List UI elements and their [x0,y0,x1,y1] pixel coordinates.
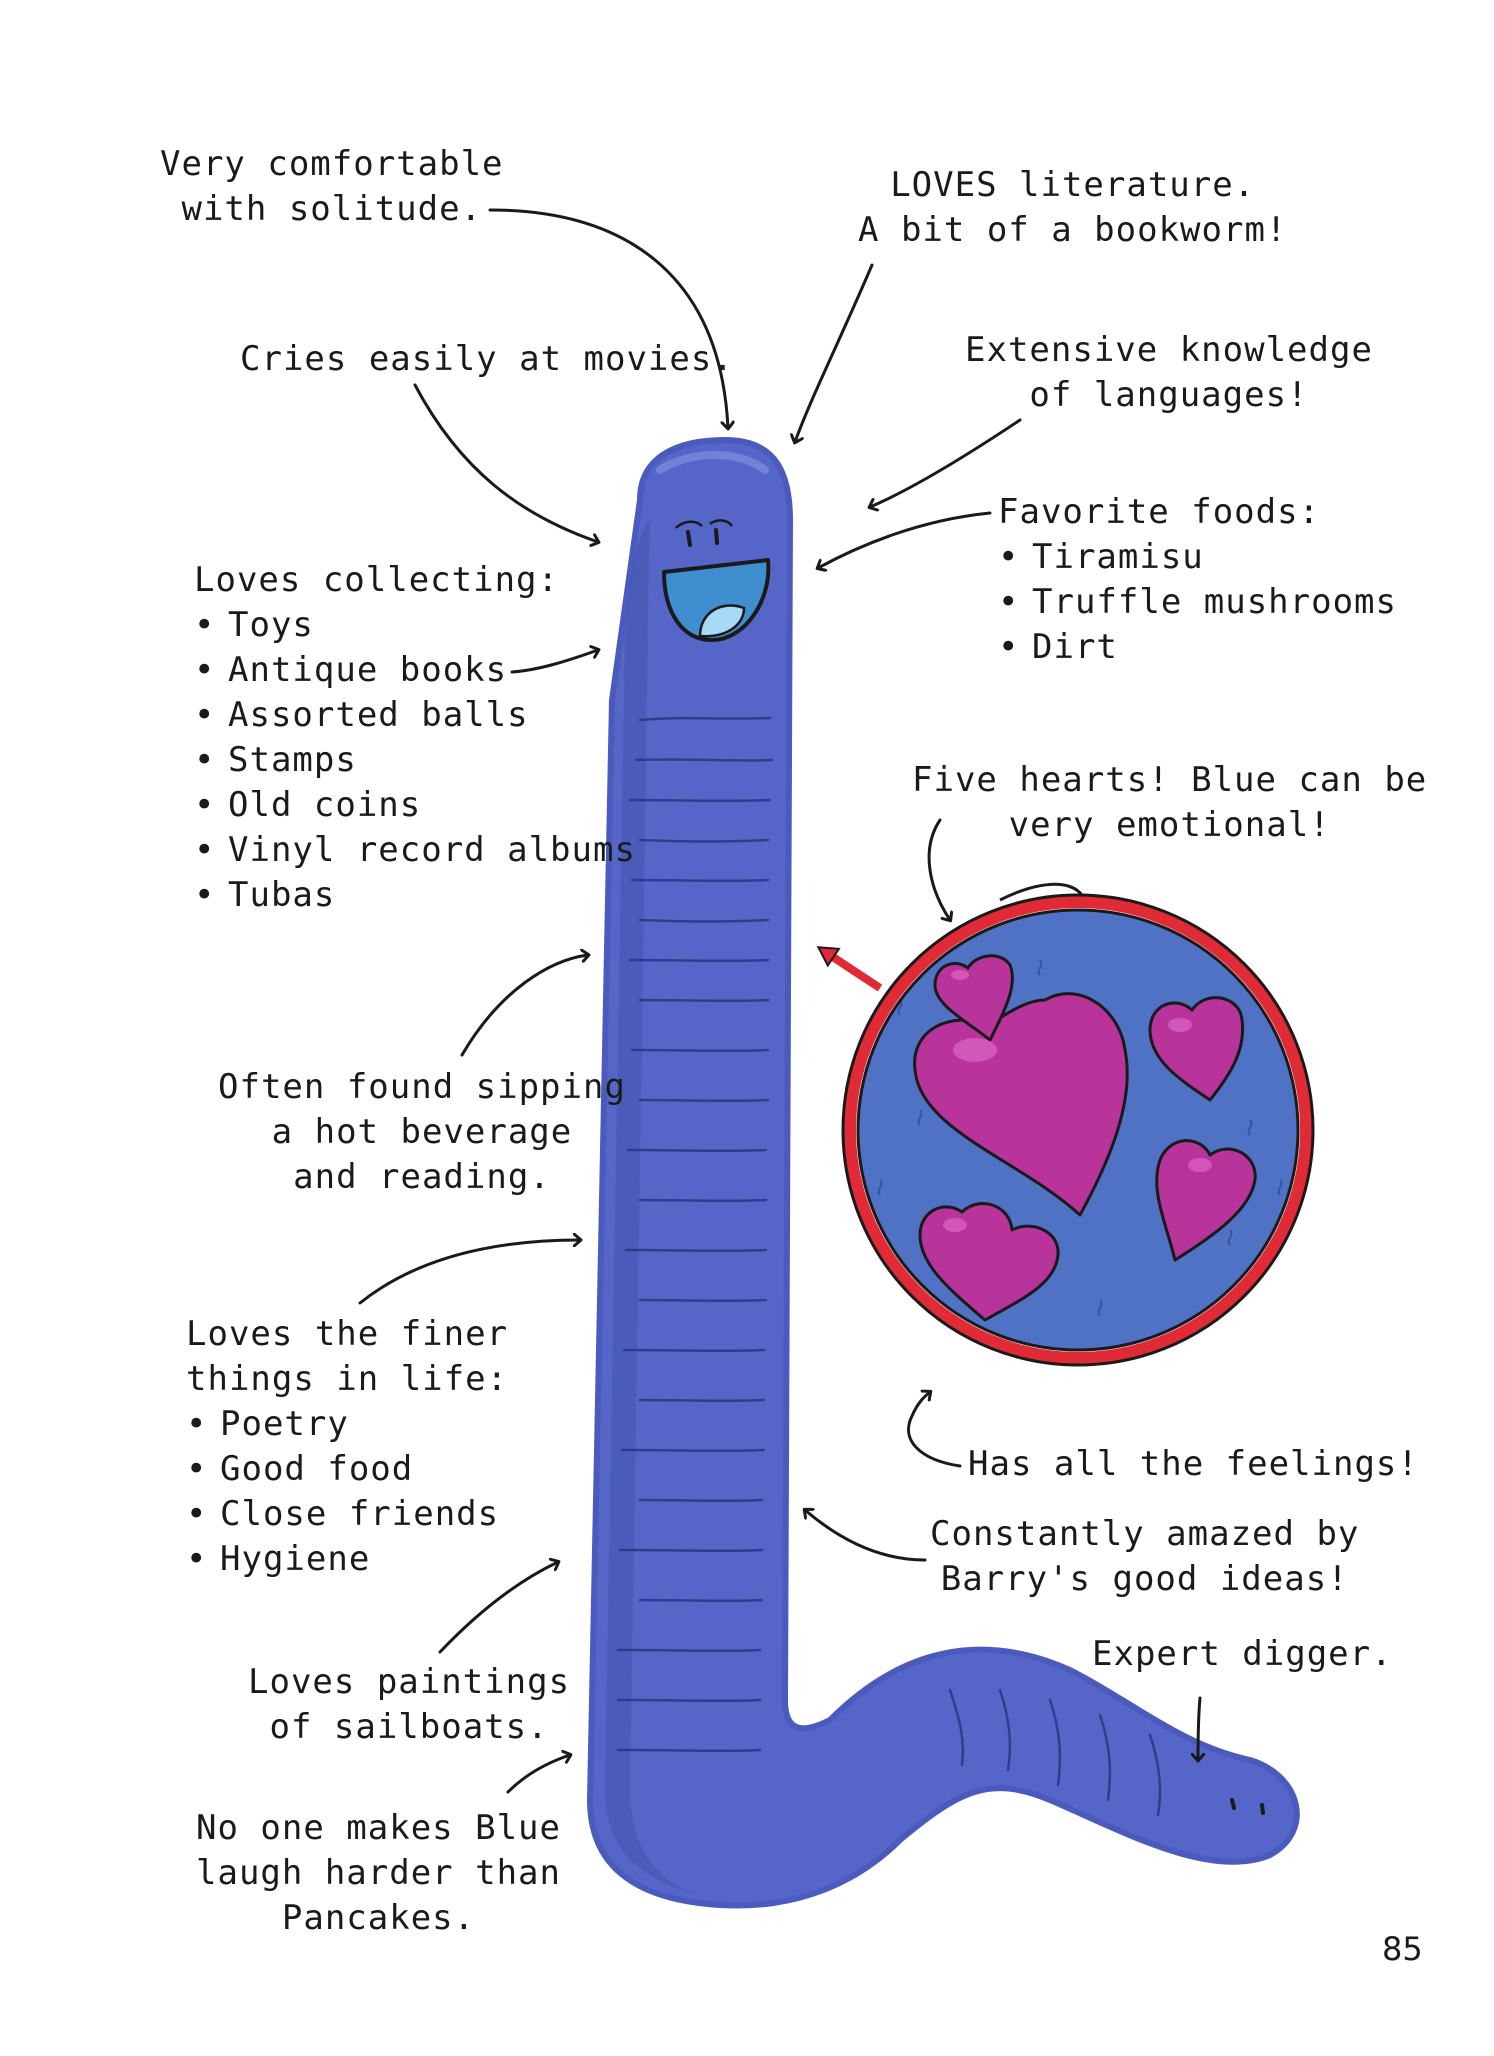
note-collecting-heading: Loves collecting: [194,560,559,600]
note-pancakes: No one makes Blue laugh harder than Panc… [196,1806,561,1941]
list-item: Toys [194,603,636,648]
note-beverage-line-1: Often found sipping [218,1067,626,1107]
note-literature-line-1: LOVES literature. [890,165,1256,205]
note-barry: Constantly amazed by Barry's good ideas! [930,1512,1359,1602]
list-item: Old coins [194,783,636,828]
worm-eye-left [686,530,692,547]
list-item: Poetry [186,1402,508,1447]
note-hearts-line-1: Five hearts! Blue can be [912,760,1428,800]
note-literature-line-2: A bit of a bookworm! [858,210,1288,250]
note-beverage-line-3: and reading. [293,1157,551,1197]
heart-bottom-right [1155,1139,1257,1262]
note-collecting-list: Toys Antique books Assorted balls Stamps… [194,603,636,918]
worm-eye-right [714,528,719,545]
list-item: Stamps [194,738,636,783]
note-beverage: Often found sipping a hot beverage and r… [218,1065,626,1200]
note-pancakes-line-3: Pancakes. [281,1898,476,1938]
note-foods-list: Tiramisu Truffle mushrooms Dirt [998,535,1397,670]
list-item: Tubas [194,873,636,918]
note-finer-things: Loves the finer things in life: Poetry G… [186,1312,508,1582]
note-beverage-line-2: a hot beverage [271,1112,573,1152]
note-languages-line-1: Extensive knowledge [965,330,1373,370]
list-item: Antique books [194,648,636,693]
note-movies: Cries easily at movies. [240,337,734,382]
note-hearts: Five hearts! Blue can be very emotional! [912,758,1427,848]
note-sailboats-line-1: Loves paintings [248,1662,571,1702]
list-item: Dirt [998,625,1397,670]
note-barry-line-1: Constantly amazed by [930,1514,1360,1554]
note-digger: Expert digger. [1092,1632,1393,1677]
note-pancakes-line-1: No one makes Blue [196,1808,561,1848]
callout-arrows [358,208,1200,1794]
list-item: Tiramisu [998,535,1397,580]
red-arrow [816,946,883,992]
note-sailboats: Loves paintings of sailboats. [248,1660,570,1750]
list-item: Truffle mushrooms [998,580,1397,625]
note-barry-line-2: Barry's good ideas! [940,1559,1349,1599]
note-finer-list: Poetry Good food Close friends Hygiene [186,1402,508,1582]
note-solitude: Very comfortable with solitude. [160,142,504,232]
note-solitude-line-1: Very comfortable [160,144,504,184]
note-languages-line-2: of languages! [1029,375,1309,415]
note-foods-heading: Favorite foods: [998,492,1321,532]
list-item: Vinyl record albums [194,828,636,873]
list-item: Good food [186,1447,508,1492]
heart-bottom-left [918,1202,1060,1322]
note-hearts-line-2: very emotional! [1008,805,1331,845]
note-finer-heading-2: things in life: [186,1359,509,1399]
note-feelings-line-1: Has all the feelings! [968,1444,1419,1484]
note-foods: Favorite foods: Tiramisu Truffle mushroo… [998,490,1397,670]
worm-body [586,436,1300,1909]
note-sailboats-line-2: of sailboats. [269,1707,549,1747]
worm-highlight [656,451,769,474]
list-item: Hygiene [186,1537,508,1582]
worm-segments [616,716,1162,1817]
note-languages: Extensive knowledge of languages! [965,328,1373,418]
note-pancakes-line-2: laugh harder than [196,1853,561,1893]
note-finer-heading-1: Loves the finer [186,1314,509,1354]
note-digger-line-1: Expert digger. [1092,1634,1393,1674]
page-number: 85 [1382,1930,1423,1968]
list-item: Close friends [186,1492,508,1537]
hearts-inset [841,882,1315,1367]
note-feelings: Has all the feelings! [968,1442,1419,1487]
note-collecting: Loves collecting: Toys Antique books Ass… [194,558,636,918]
note-literature: LOVES literature. A bit of a bookworm! [858,163,1287,253]
note-movies-line-1: Cries easily at movies. [240,339,734,379]
list-item: Assorted balls [194,693,636,738]
note-solitude-line-2: with solitude. [181,189,483,229]
